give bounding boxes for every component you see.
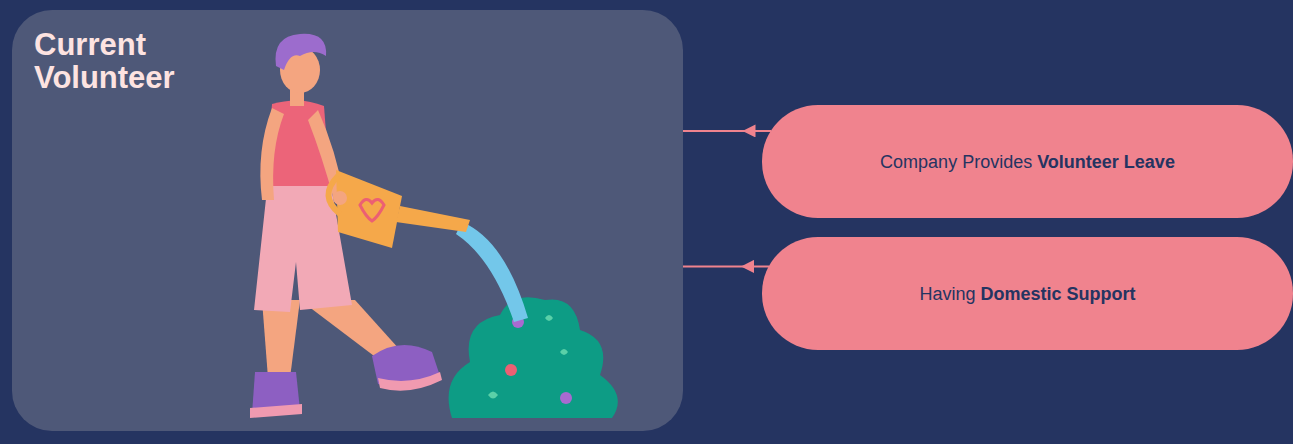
text-run: Having — [919, 283, 980, 303]
panel-heading: Current Volunteer — [34, 28, 224, 94]
emphasis-run: Volunteer Leave — [1037, 151, 1175, 171]
connector-arrow — [683, 265, 769, 267]
pill-box: Company Provides Volunteer Leave — [762, 105, 1293, 218]
text-run: Company Provides — [880, 151, 1037, 171]
emphasis-run: Domestic Support — [981, 283, 1136, 303]
pill-label: Having Domestic Support — [762, 283, 1293, 304]
group-panel: Current Volunteer — [12, 10, 683, 431]
pill-box: Having Domestic Support — [762, 237, 1293, 350]
connector-arrow — [683, 130, 771, 132]
bush — [449, 297, 618, 418]
water-stream — [456, 222, 528, 322]
person — [250, 34, 470, 418]
pill-label: Company Provides Volunteer Leave — [762, 151, 1293, 172]
